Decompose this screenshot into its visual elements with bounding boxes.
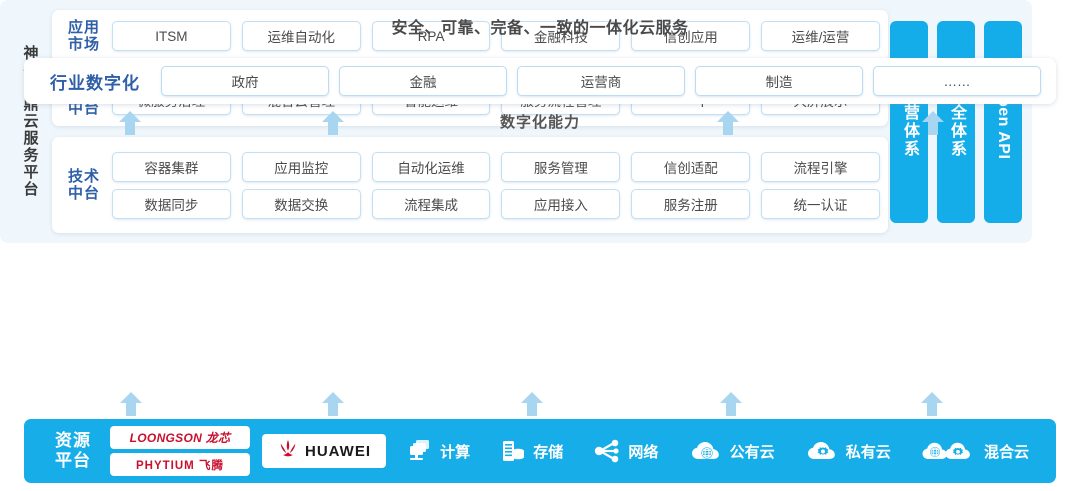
up-arrow-icon	[920, 110, 946, 136]
tier-tech-label: 技术 中台	[56, 168, 112, 203]
industry-chip-manufacturing[interactable]: 制造	[695, 66, 863, 96]
up-arrow-icon	[519, 391, 545, 417]
cell-fintech[interactable]: 金融科技	[501, 21, 621, 51]
cell-unified-authentication[interactable]: 统一认证	[761, 188, 880, 219]
cell-data-sync[interactable]: 数据同步	[112, 188, 231, 219]
cell-ops-operations[interactable]: 运维/运营	[761, 21, 880, 51]
huawei-logo-wrap: HUAWEI	[262, 434, 386, 468]
phytium-logo: PHYTIUM 飞腾	[110, 453, 250, 476]
cell-rpa[interactable]: RPA	[371, 21, 491, 51]
cell-service-management[interactable]: 服务管理	[501, 151, 621, 182]
resource-platform-bar: 资源 平台 LOONGSON 龙芯 PHYTIUM 飞腾	[24, 419, 1056, 483]
tier-app-market: 应用 市场 ITSM 运维自动化 RPA 金融科技 信创应用 运维/运营	[52, 10, 888, 62]
tier-app-market-body: ITSM 运维自动化 RPA 金融科技 信创应用 运维/运营	[112, 21, 880, 51]
tier-tech-middle-platform: 技术 中台 容器集群 应用监控 自动化运维 服务管理 信创适配 流程引擎 数据同…	[52, 137, 888, 233]
resource-item-compute[interactable]: 计算	[392, 438, 485, 464]
resource-item-hybrid-cloud[interactable]: 混合云	[906, 439, 1044, 463]
industry-chip-more[interactable]: ……	[873, 66, 1041, 96]
resource-item-network-label: 网络	[628, 443, 659, 461]
resource-item-storage[interactable]: 存储	[485, 438, 578, 464]
cell-process-engine[interactable]: 流程引擎	[761, 151, 880, 182]
up-arrow-icon	[718, 391, 744, 417]
industry-row: 行业数字化 政府 金融 运营商 制造 ……	[24, 58, 1056, 104]
huawei-logo: HUAWEI	[262, 434, 386, 468]
cell-automated-ops[interactable]: 自动化运维	[371, 151, 491, 182]
public-cloud-icon	[689, 439, 723, 463]
up-arrow-icon	[919, 391, 945, 417]
tier-label-line2: 市场	[67, 36, 100, 53]
cell-data-exchange[interactable]: 数据交换	[241, 188, 361, 219]
tier-row: 容器集群 应用监控 自动化运维 服务管理 信创适配 流程引擎	[112, 151, 880, 182]
cell-process-integration[interactable]: 流程集成	[371, 188, 491, 219]
vendor-logo-stack: LOONGSON 龙芯 PHYTIUM 飞腾	[110, 426, 250, 476]
cell-container-cluster[interactable]: 容器集群	[112, 151, 231, 182]
cell-itsm[interactable]: ITSM	[112, 21, 231, 51]
cell-ops-automation[interactable]: 运维自动化	[241, 21, 361, 51]
industry-chip-finance[interactable]: 金融	[339, 66, 507, 96]
hybrid-cloud-icon	[921, 439, 977, 463]
platform-panel: 神州云鼎云服务平台 应用 市场 ITSM 运维自动化 RPA 金融科技 信创应用…	[0, 0, 1032, 243]
up-arrow-icon	[715, 110, 741, 136]
up-arrow-icon	[320, 391, 346, 417]
resource-label-line1: 资源	[55, 430, 91, 450]
platform-tier-stack: 应用 市场 ITSM 运维自动化 RPA 金融科技 信创应用 运维/运营	[50, 10, 888, 233]
private-cloud-icon	[805, 439, 839, 463]
resource-item-storage-label: 存储	[533, 443, 564, 461]
resource-label-line2: 平台	[55, 451, 91, 470]
tier-row: ITSM 运维自动化 RPA 金融科技 信创应用 运维/运营	[112, 21, 880, 51]
resource-platform-label: 资源 平台	[36, 431, 110, 472]
storage-icon	[500, 438, 526, 464]
loongson-logo: LOONGSON 龙芯	[110, 426, 250, 449]
tier-row: 数据同步 数据交换 流程集成 应用接入 服务注册 统一认证	[112, 188, 880, 219]
industry-row-label: 行业数字化	[50, 73, 140, 93]
tier-label-line1: 应用	[67, 18, 100, 36]
up-arrow-icon	[117, 110, 143, 136]
industry-chip-government[interactable]: 政府	[161, 66, 329, 96]
cell-xinchuang-app[interactable]: 信创应用	[631, 21, 751, 51]
huawei-wordmark: HUAWEI	[305, 442, 371, 460]
tier-label-line1: 技术	[67, 167, 100, 185]
resource-item-private-cloud-label: 私有云	[845, 443, 891, 461]
tier-label-line2: 中台	[67, 185, 100, 202]
network-icon	[593, 438, 621, 464]
resource-item-public-cloud-label: 公有云	[729, 443, 775, 461]
huawei-flower-icon	[277, 438, 299, 464]
tier-tech-body: 容器集群 应用监控 自动化运维 服务管理 信创适配 流程引擎 数据同步 数据交换…	[112, 151, 880, 219]
tier-app-market-label: 应用 市场	[56, 19, 112, 54]
cell-app-monitoring[interactable]: 应用监控	[241, 151, 361, 182]
cell-service-registry[interactable]: 服务注册	[631, 188, 751, 219]
capabilities-label: 数字化能力	[499, 114, 580, 131]
industry-chip-telecom[interactable]: 运营商	[517, 66, 685, 96]
compute-icon	[407, 438, 433, 464]
up-arrow-icon	[118, 391, 144, 417]
page-title: 安全、可靠、完备、一致的一体化云服务	[391, 20, 689, 37]
resource-item-hybrid-cloud-label: 混合云	[983, 443, 1029, 461]
resource-item-public-cloud[interactable]: 公有云	[674, 439, 790, 463]
resource-item-private-cloud[interactable]: 私有云	[790, 439, 906, 463]
up-arrow-icon	[320, 110, 346, 136]
cell-xinchuang-adaptation[interactable]: 信创适配	[631, 151, 751, 182]
cell-app-access[interactable]: 应用接入	[501, 188, 621, 219]
resource-item-network[interactable]: 网络	[578, 438, 673, 464]
resource-item-compute-label: 计算	[440, 443, 471, 461]
